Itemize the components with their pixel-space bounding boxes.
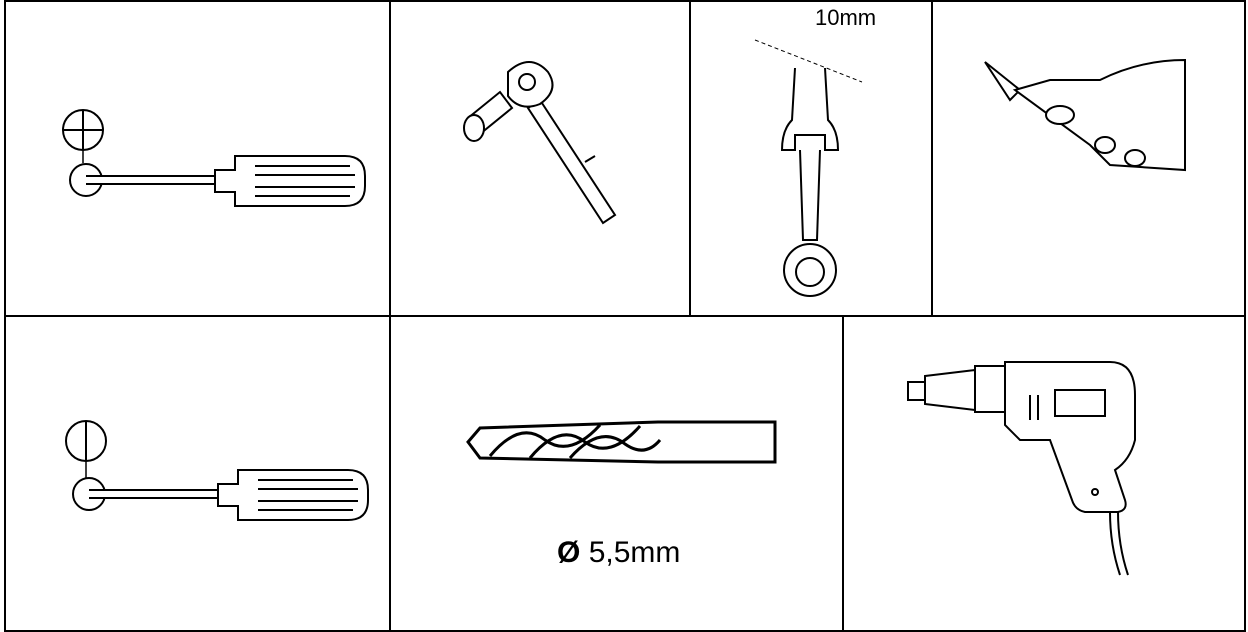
phillips-screwdriver-icon bbox=[62, 109, 366, 207]
grid-lines bbox=[4, 0, 1246, 632]
cutting-pliers-icon bbox=[984, 58, 1186, 172]
socket-wrench-icon bbox=[463, 61, 617, 225]
drill-bit-size-label: Ø 5,5mm bbox=[557, 536, 680, 570]
drill-bit-size-value: 5,5mm bbox=[588, 536, 681, 569]
flat-screwdriver-icon bbox=[65, 420, 369, 521]
diameter-symbol: Ø bbox=[557, 536, 581, 569]
drill-bit-icon bbox=[466, 420, 777, 464]
wrench-size-label: 10mm bbox=[815, 5, 877, 30]
electric-drill-icon bbox=[907, 361, 1136, 576]
combination-wrench-icon bbox=[754, 39, 863, 297]
